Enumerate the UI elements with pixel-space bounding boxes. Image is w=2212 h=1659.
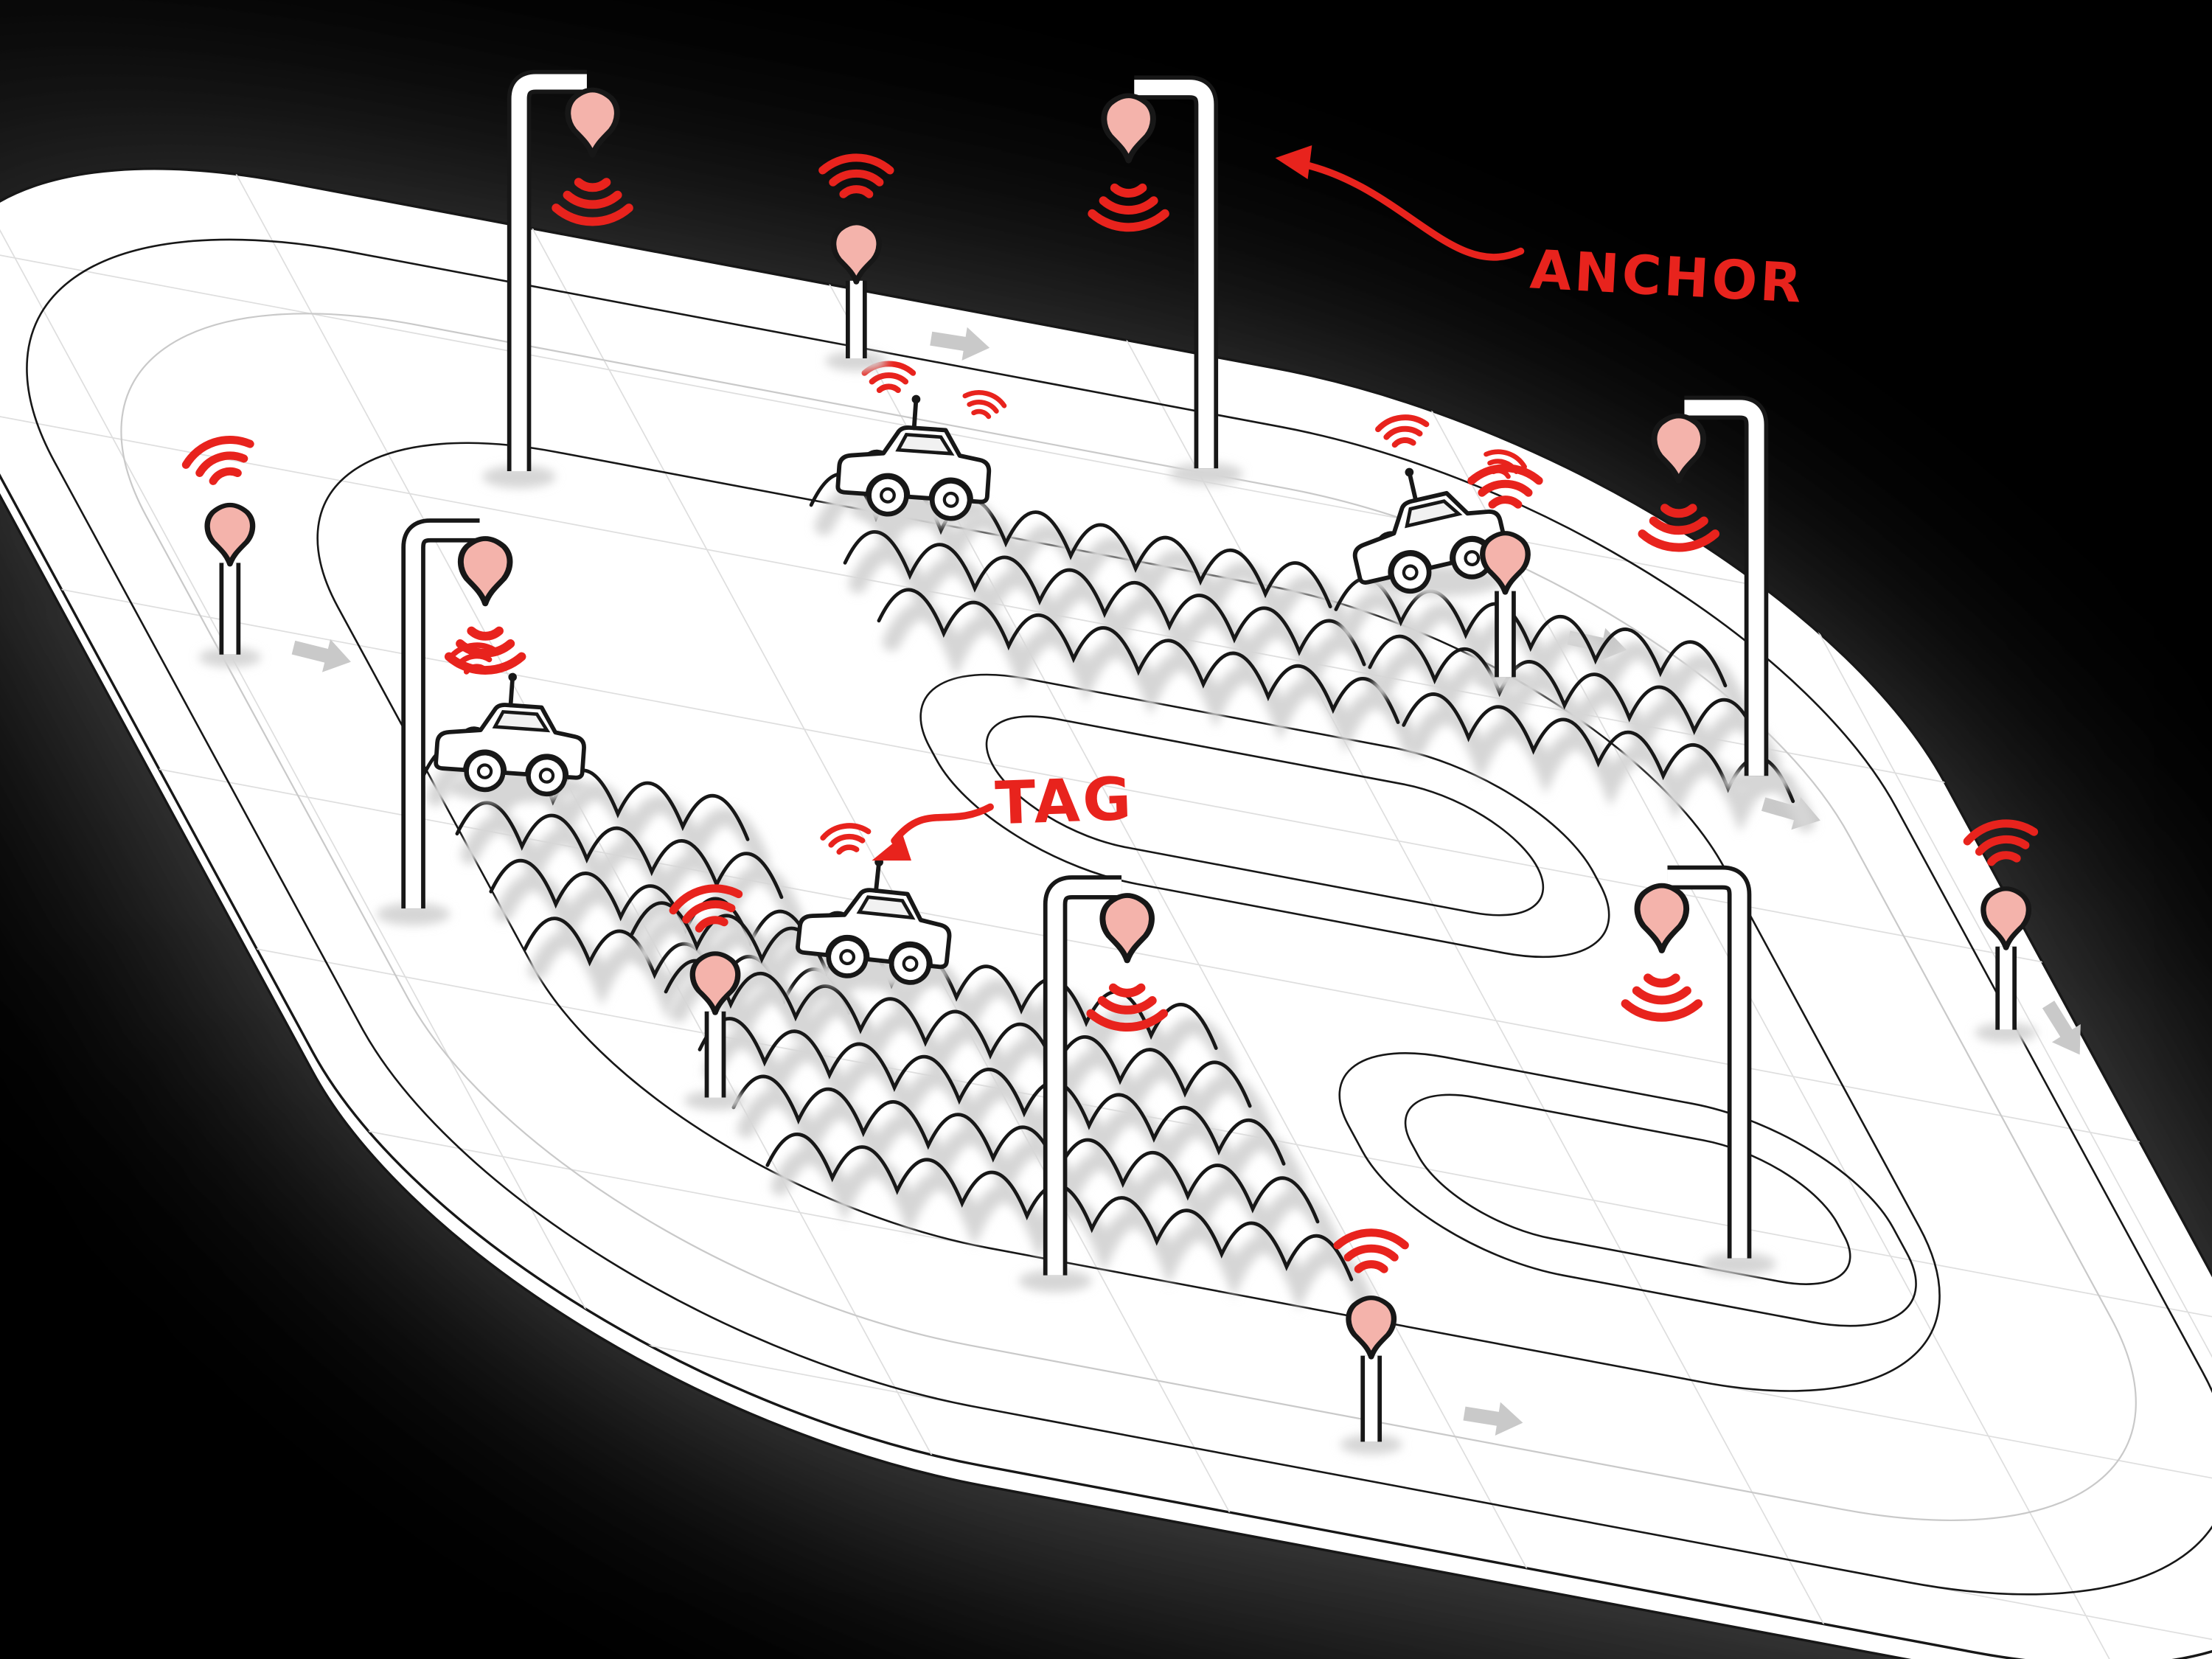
track-surface bbox=[0, 89, 2212, 1659]
anchor-label: ANCHOR bbox=[1528, 239, 1806, 315]
annotation-anchor: ANCHOR bbox=[1276, 145, 1806, 316]
anchor-signal-waves bbox=[1092, 188, 1165, 227]
anchor-callout-arrowhead bbox=[1276, 145, 1312, 179]
anchor-signal-waves bbox=[823, 158, 890, 194]
tag-label: TAG bbox=[994, 764, 1135, 838]
bell-antenna-icon bbox=[1654, 416, 1703, 481]
bell-antenna-icon bbox=[1104, 96, 1153, 161]
anchor-callout-arrow bbox=[1301, 164, 1520, 257]
bell-antenna-icon bbox=[568, 90, 617, 155]
bell-antenna-icon bbox=[834, 223, 879, 282]
anchor-signal-waves bbox=[556, 182, 629, 221]
